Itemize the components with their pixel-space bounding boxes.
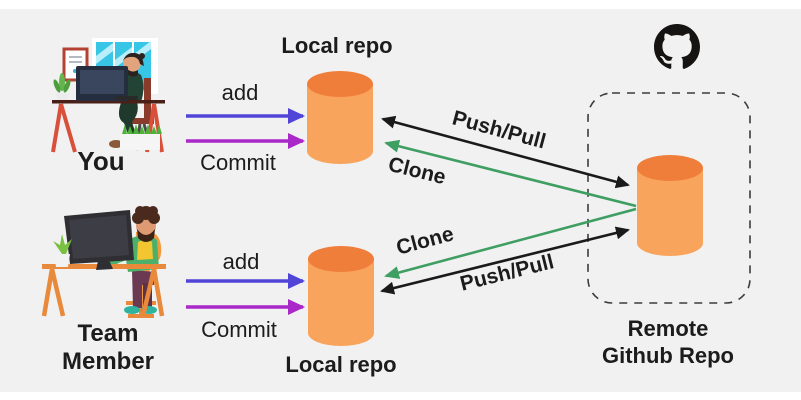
local-repo-title-top: Local repo (281, 33, 393, 58)
commit-label-top: Commit (200, 150, 276, 175)
team-member-label-line2: Member (61, 348, 155, 375)
commit-label-bottom: Commit (201, 317, 277, 342)
github-icon (654, 24, 700, 69)
monitor (76, 66, 138, 101)
clone-arrow-top (384, 139, 637, 208)
add-label-top: add (221, 80, 259, 105)
local-repo-title-bottom: Local repo (285, 352, 397, 377)
person-team-member (102, 206, 160, 314)
you-label: You (77, 146, 125, 176)
desk-plant (53, 234, 72, 267)
curly-hair (132, 206, 160, 224)
push-pull-arrow-bottom (380, 226, 630, 295)
you-illustration (51, 38, 165, 153)
team-member-illustration (41, 206, 166, 318)
remote-repo-cylinder (637, 155, 703, 256)
local-repo-cylinder-top (307, 71, 373, 164)
monitor (64, 210, 134, 270)
local-repo-cylinder-bottom (308, 246, 374, 346)
remote-repo-title-line1: Remote (627, 316, 709, 341)
push-pull-arrow-top (381, 115, 630, 189)
desk (51, 100, 165, 153)
add-label-bottom: add (222, 249, 260, 274)
team-member-label-line1: Team (77, 320, 139, 347)
remote-repo-dashed-box (587, 92, 751, 304)
remote-repo-title-line2: Github Repo (602, 343, 734, 368)
grass-planter (120, 124, 162, 150)
